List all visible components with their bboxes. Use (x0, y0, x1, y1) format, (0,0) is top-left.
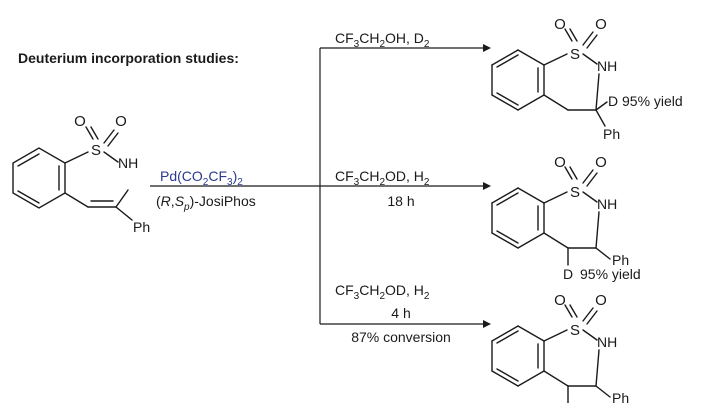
deuterium-label: D (563, 266, 573, 282)
reaction-arrows (150, 44, 491, 328)
phenyl-label: Ph (612, 390, 629, 403)
oxygen-atom: O (115, 113, 127, 130)
catalyst-label: Pd(CO2CF3)2 (160, 168, 243, 188)
product-2: SO O NH PhD 95% yield (491, 154, 641, 282)
oxygen-atom: O (554, 16, 566, 33)
sulfur-atom: S (570, 46, 580, 63)
sulfur-atom: S (91, 142, 101, 159)
nh-label: NH (597, 58, 617, 74)
phenyl-label: Ph (612, 252, 629, 268)
oxygen-atom: O (595, 154, 607, 171)
nh-label: NH (597, 334, 617, 350)
condition-2-time: 18 h (387, 193, 414, 209)
condition-1-reagents: CF3CH2OH, D2 (335, 30, 430, 50)
deuterium-label: D (608, 93, 618, 109)
starting-material: S O O NH Ph (12, 113, 150, 235)
oxygen-atom: O (554, 292, 566, 309)
sulfur-atom: S (570, 184, 580, 201)
condition-3-time: 4 h (391, 305, 410, 321)
ligand-label: (R,Sp)-JosiPhos (156, 193, 256, 213)
condition-3-conversion: 87% conversion (351, 329, 451, 345)
oxygen-atom: O (595, 16, 607, 33)
oxygen-atom: O (554, 154, 566, 171)
phenyl-label: Ph (133, 219, 150, 235)
condition-2-reagents: CF3CH2OD, H2 (335, 168, 430, 188)
scheme-title: Deuterium incorporation studies: (18, 50, 239, 66)
oxygen-atom: O (595, 292, 607, 309)
sulfur-atom: S (570, 322, 580, 339)
oxygen-atom: O (74, 113, 86, 130)
product-yield: 95% yield (580, 266, 641, 282)
nh-label: NH (118, 155, 138, 171)
condition-3-reagents: CF3CH2OD, H2 (335, 282, 430, 302)
nh-label: NH (597, 196, 617, 212)
phenyl-label: Ph (603, 126, 620, 142)
product-yield: 95% yield (622, 93, 683, 109)
